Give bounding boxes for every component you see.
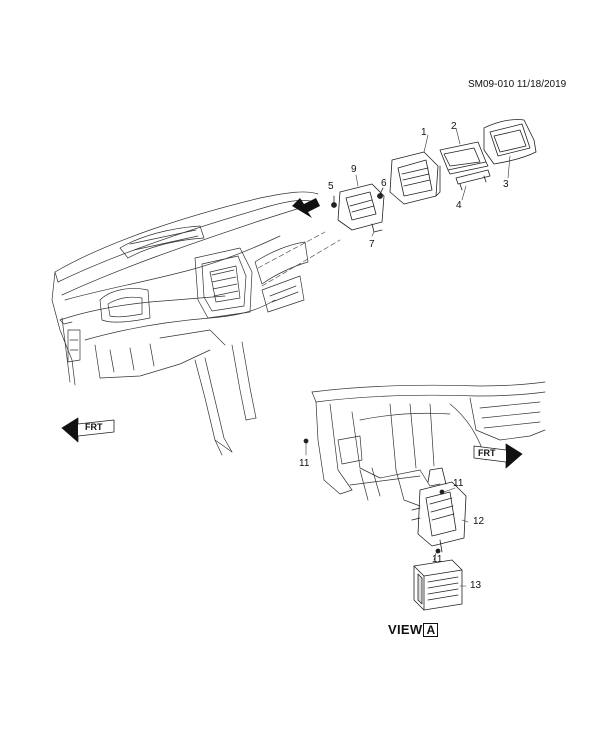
component-1-module xyxy=(389,151,441,205)
callout-1: 1 xyxy=(421,127,427,138)
callout-5: 5 xyxy=(328,181,334,192)
callout-11c: 11 xyxy=(432,554,443,565)
component-4-bracket xyxy=(455,169,491,191)
callout-4: 4 xyxy=(456,200,462,211)
front-arrow-left-icon xyxy=(61,417,115,443)
reference-code: SM09-010 11/18/2019 xyxy=(468,79,567,90)
component-2-display xyxy=(439,141,489,175)
callout-11a: 11 xyxy=(299,458,310,469)
front-label-left: FRT xyxy=(85,422,103,432)
fasteners-11 xyxy=(303,438,445,554)
front-label-right: FRT xyxy=(478,448,496,458)
view-label: VIEW A xyxy=(388,622,439,637)
view-word: VIEW xyxy=(388,622,423,637)
component-3-bezel xyxy=(483,119,537,165)
callout-3: 3 xyxy=(503,179,509,190)
view-letter-box: A xyxy=(423,622,439,637)
fasteners-5-6 xyxy=(331,187,384,208)
callout-12: 12 xyxy=(473,516,485,527)
callout-11b: 11 xyxy=(453,478,464,489)
component-13-module xyxy=(413,559,463,611)
front-arrow-right-icon xyxy=(473,443,523,469)
callout-7: 7 xyxy=(369,239,375,250)
callout-6: 6 xyxy=(381,178,387,189)
instrument-panel-lower xyxy=(311,381,546,507)
callout-leaders xyxy=(355,127,511,237)
callout-13: 13 xyxy=(470,580,482,591)
component-9-bracket xyxy=(337,183,385,233)
callout-9: 9 xyxy=(351,164,357,175)
callout-2: 2 xyxy=(451,121,457,132)
instrument-panel-upper xyxy=(51,191,341,456)
view-arrow-icon xyxy=(292,198,320,218)
callout-leaders-lower xyxy=(305,442,469,587)
